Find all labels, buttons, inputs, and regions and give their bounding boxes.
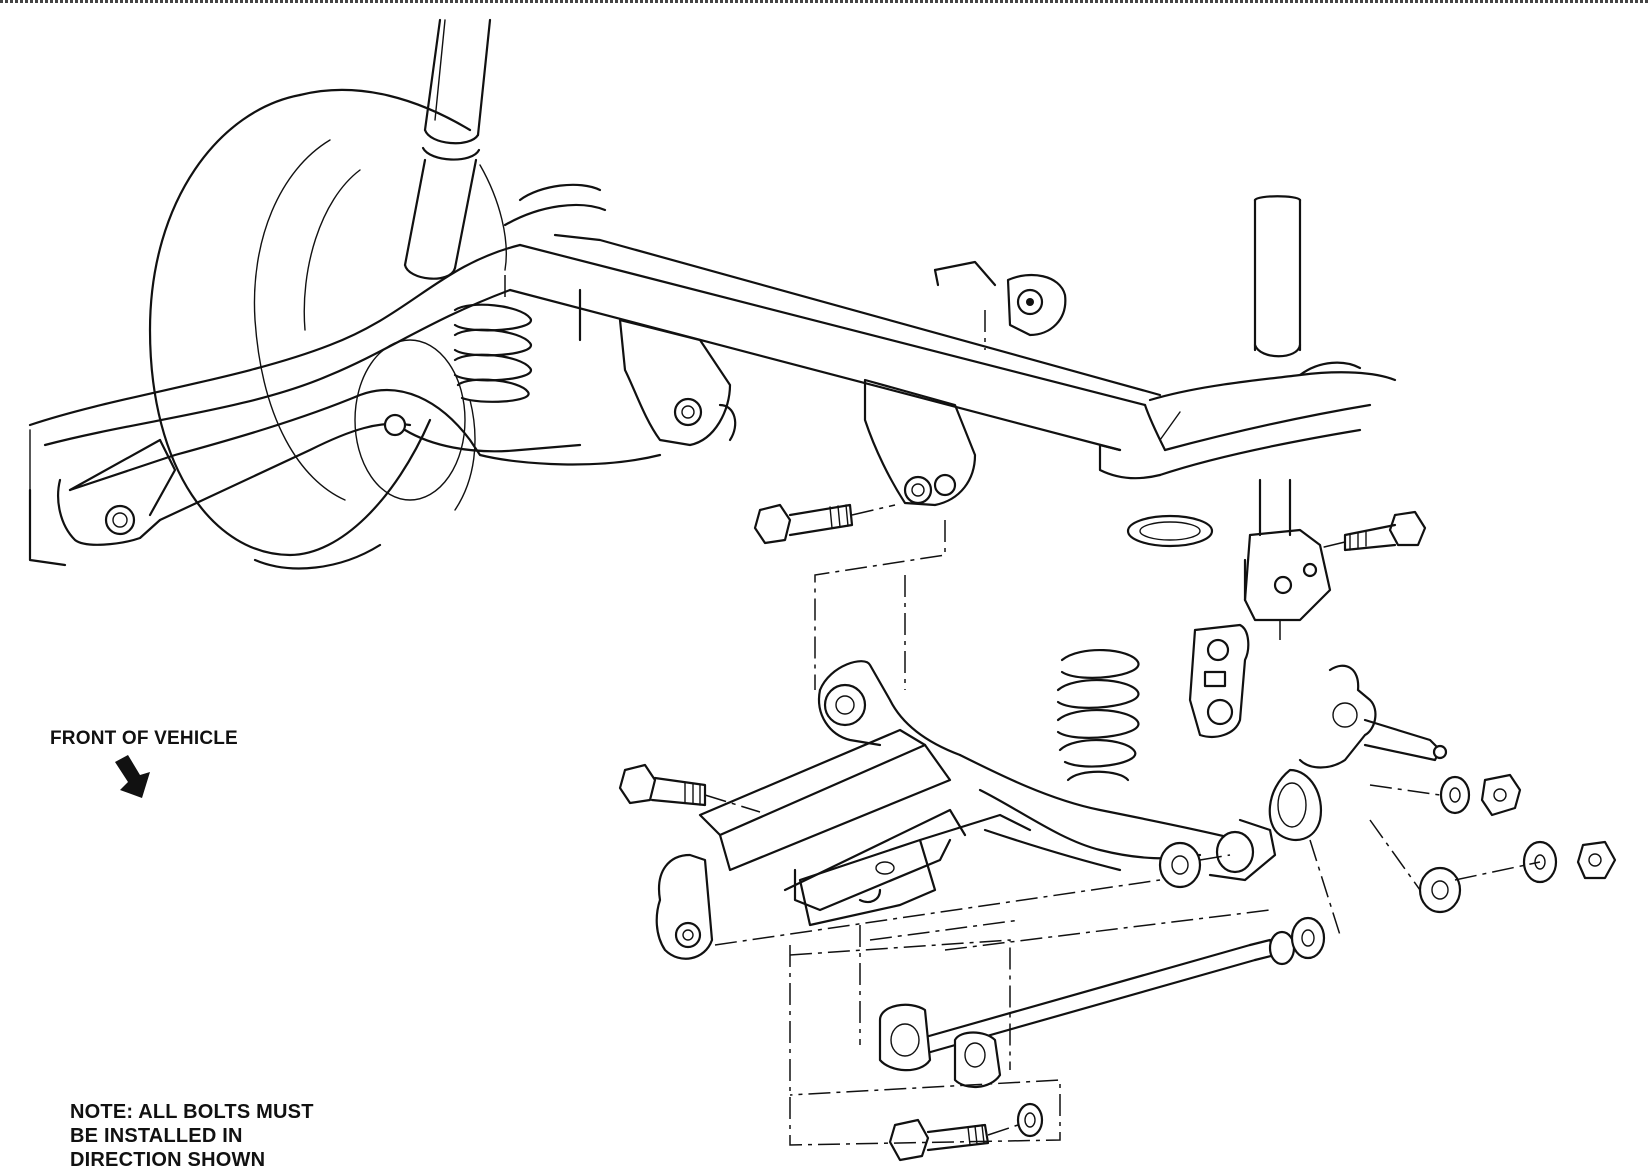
spring-insulator	[1126, 514, 1214, 548]
right-coil-spring	[1056, 649, 1140, 782]
left-coil-spring	[453, 275, 532, 403]
sway-bar-clamp	[933, 260, 1067, 350]
bolt-bottom	[888, 1102, 1044, 1162]
note-line-3: DIRECTION SHOWN	[70, 1149, 266, 1171]
assembly-guide-lines	[714, 520, 1341, 1146]
frame-rail	[28, 183, 1397, 567]
washers-nuts-right	[1369, 773, 1617, 914]
steering-knuckle	[1268, 664, 1448, 842]
frame-bracket-1	[618, 318, 737, 447]
stabilizer-link	[1188, 623, 1250, 738]
track-bar	[878, 916, 1326, 1088]
left-control-arm	[57, 388, 662, 546]
bolt-upper-left	[753, 503, 896, 545]
right-shock-absorber	[1243, 195, 1332, 640]
arrow-down-right-icon	[115, 755, 150, 798]
lower-control-arm	[655, 660, 1277, 960]
tire-wheel	[148, 88, 507, 570]
note-line-1: NOTE: ALL BOLTS MUST	[70, 1101, 314, 1123]
left-shock-absorber	[403, 18, 492, 280]
bolt-upper-right	[1319, 510, 1427, 552]
front-of-vehicle-label: FRONT OF VEHICLE	[50, 728, 238, 749]
bolt-middle-left	[618, 763, 761, 813]
installation-note: NOTE: ALL BOLTS MUST BE INSTALLED IN DIR…	[70, 1100, 370, 1172]
top-border	[0, 0, 1648, 3]
note-line-2: BE INSTALLED IN	[70, 1125, 243, 1147]
frame-bracket-2	[863, 378, 977, 507]
